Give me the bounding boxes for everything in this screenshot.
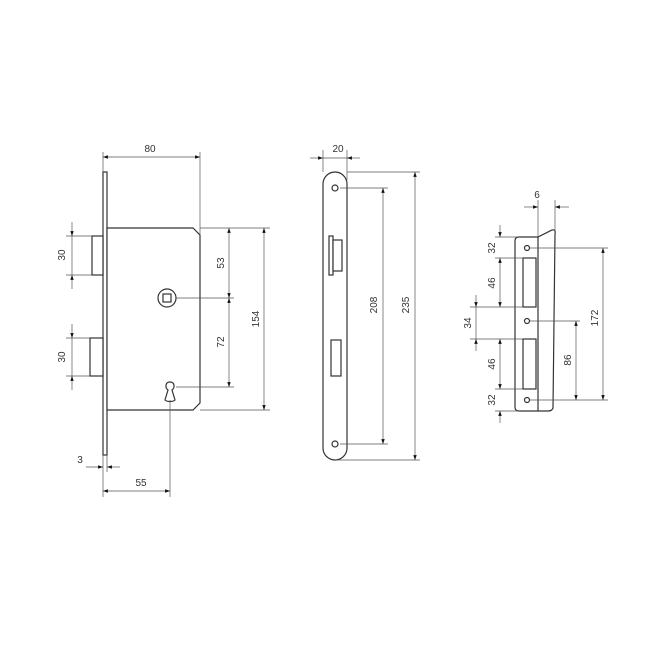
label-154: 154 xyxy=(251,310,262,327)
screw-hole-bottom xyxy=(331,440,339,448)
label-80: 80 xyxy=(144,144,156,155)
bolt-opening xyxy=(330,339,342,377)
latch-opening xyxy=(332,239,343,272)
strike-hole-bottom xyxy=(523,396,531,404)
label-32-bottom: 32 xyxy=(487,394,498,406)
label-20: 20 xyxy=(332,144,344,155)
label-30-latch: 30 xyxy=(57,249,68,261)
strike-slot-upper xyxy=(522,257,537,308)
label-86: 86 xyxy=(563,354,574,366)
label-30-bolt: 30 xyxy=(57,351,68,363)
faceplate-front-view: 20 208 235 xyxy=(310,144,420,461)
spindle-square xyxy=(162,293,172,303)
strike-hole-middle xyxy=(523,317,531,325)
lock-body xyxy=(106,227,201,411)
label-32-top: 32 xyxy=(487,242,498,254)
label-46-upper: 46 xyxy=(487,277,498,289)
label-3: 3 xyxy=(77,455,83,466)
strike-plate-view: 6 32 46 34 46 32 86 172 xyxy=(463,190,608,423)
label-172: 172 xyxy=(590,309,601,326)
dead-bolt xyxy=(89,337,104,377)
label-53: 53 xyxy=(216,257,227,269)
label-235: 235 xyxy=(401,296,412,313)
lock-case-view: 80 30 30 53 72 154 3 55 xyxy=(57,144,270,497)
label-6: 6 xyxy=(534,190,540,201)
strike-hole-top xyxy=(523,244,531,252)
strike-slot-lower xyxy=(522,338,537,390)
label-208: 208 xyxy=(369,296,380,313)
latch-bolt xyxy=(91,235,104,276)
faceplate xyxy=(322,171,348,461)
screw-hole-top xyxy=(331,184,339,192)
label-55: 55 xyxy=(135,478,147,489)
label-72: 72 xyxy=(216,336,227,348)
label-46-lower: 46 xyxy=(487,358,498,370)
label-34: 34 xyxy=(463,317,474,329)
